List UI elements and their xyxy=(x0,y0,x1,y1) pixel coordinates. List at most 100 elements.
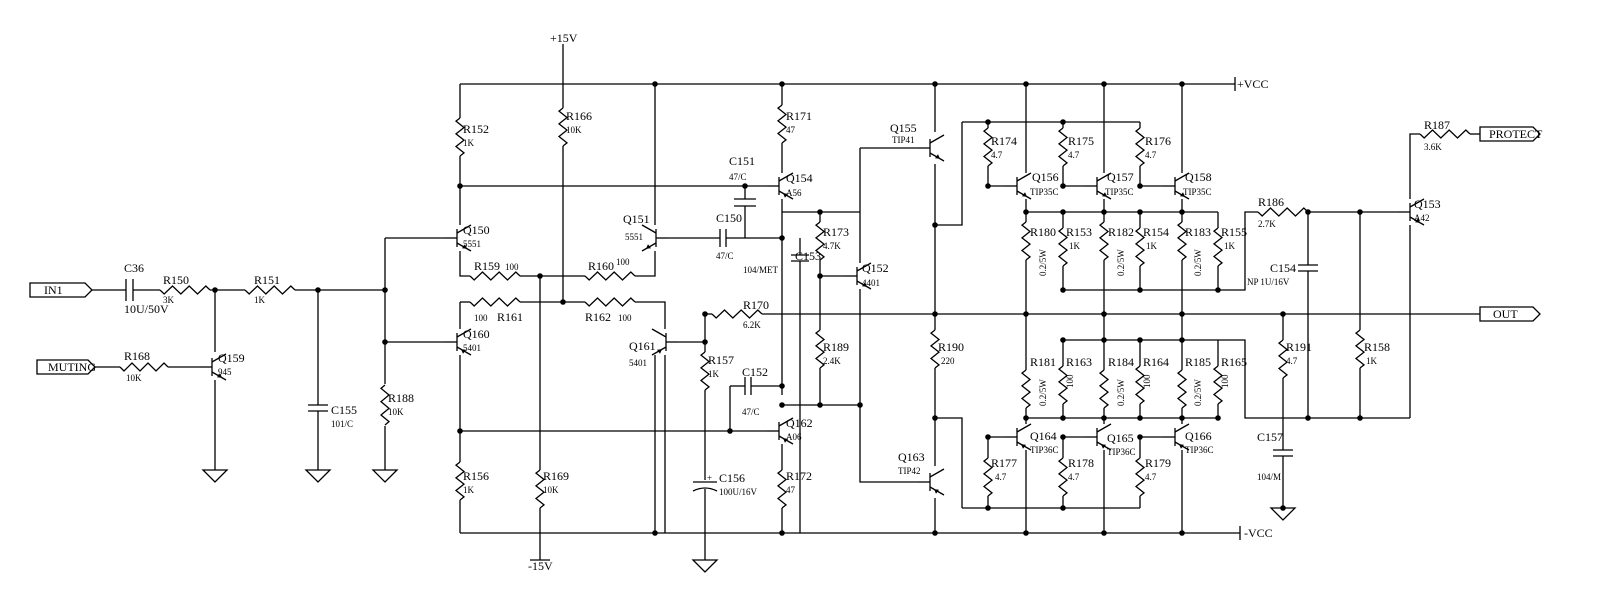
q154-ref: Q154 xyxy=(786,171,813,185)
q156-ref: Q156 xyxy=(1032,170,1059,184)
r181-ref: R181 xyxy=(1030,355,1056,369)
c156-polarity-plus: + xyxy=(707,473,712,483)
r161-ref: R161 xyxy=(497,310,523,324)
q158-ref: Q158 xyxy=(1185,170,1212,184)
c157-value: 104/M xyxy=(1257,472,1281,482)
q166-ref: Q166 xyxy=(1185,429,1212,443)
q152-ref: Q152 xyxy=(862,261,889,275)
r176-symbol xyxy=(1134,127,1146,167)
protect-port-label: PROTECT xyxy=(1489,127,1543,141)
rail-plus-vcc: +VCC xyxy=(1237,77,1268,91)
q155-ref: Q155 xyxy=(890,121,917,135)
r181-symbol xyxy=(1020,369,1032,409)
c152-value: 47/C xyxy=(742,407,760,417)
c150-ref: C150 xyxy=(716,211,742,225)
q166-value: TIP36C xyxy=(1185,445,1214,455)
q161-value: 5401 xyxy=(629,358,647,368)
r161-value: 100 xyxy=(474,313,488,323)
r151-value: 1K xyxy=(254,295,266,305)
r172-symbol xyxy=(776,469,788,509)
q159-ref: Q159 xyxy=(218,351,245,365)
r158-symbol xyxy=(1354,329,1366,369)
r153-ref: R153 xyxy=(1066,225,1092,239)
r164-value: 100 xyxy=(1142,374,1152,388)
r176-value: 4.7 xyxy=(1145,150,1157,160)
c156-ref: C156 xyxy=(719,471,745,485)
r173-value: 4.7K xyxy=(823,241,841,251)
q158-value: TIP35C xyxy=(1183,187,1212,197)
r174-value: 4.7 xyxy=(991,150,1003,160)
q159-value: 945 xyxy=(218,367,232,377)
c36-ref: C36 xyxy=(124,261,144,275)
r150-symbol xyxy=(159,285,211,295)
r169-value: 10K xyxy=(543,485,559,495)
r162-symbol xyxy=(584,297,636,307)
rail-plus-15v: +15V xyxy=(550,31,578,45)
r177-value: 4.7 xyxy=(995,472,1007,482)
in1-port-label: IN1 xyxy=(44,283,63,297)
c151-value: 47/C xyxy=(729,172,747,182)
r159-value: 100 xyxy=(505,262,519,272)
q157-ref: Q157 xyxy=(1107,170,1134,184)
q164-symbol xyxy=(1005,423,1032,451)
transistor-symbols xyxy=(200,134,1425,496)
r155-value: 1K xyxy=(1224,241,1236,251)
r190-ref: R190 xyxy=(938,340,964,354)
r179-ref: R179 xyxy=(1145,456,1171,470)
r165-symbol xyxy=(1212,365,1224,405)
r185-value: 0.2/5W xyxy=(1193,379,1203,406)
q163-ref: Q163 xyxy=(898,450,925,464)
muting-port-label: MUTING xyxy=(48,360,96,374)
r174-ref: R174 xyxy=(991,134,1017,148)
r173-ref: R173 xyxy=(823,225,849,239)
q161-symbol xyxy=(651,328,678,356)
r156-symbol xyxy=(454,461,466,501)
r168-value: 10K xyxy=(126,373,142,383)
r184-value: 0.2/5W xyxy=(1116,379,1126,406)
in1-port: IN1 xyxy=(29,282,93,298)
r177-symbol xyxy=(982,457,994,497)
r161-symbol xyxy=(469,297,521,307)
r180-symbol xyxy=(1020,221,1032,261)
r183-ref: R183 xyxy=(1185,225,1211,239)
q153-symbol xyxy=(1398,198,1425,226)
q158-symbol xyxy=(1163,172,1190,200)
r189-symbol xyxy=(814,329,826,369)
r187-ref: R187 xyxy=(1424,118,1450,132)
r162-ref: R162 xyxy=(585,310,611,324)
r154-ref: R154 xyxy=(1143,225,1169,239)
q157-symbol xyxy=(1085,172,1112,200)
r184-symbol xyxy=(1098,369,1110,409)
r155-symbol xyxy=(1212,227,1224,267)
c150-value: 47/C xyxy=(716,251,734,261)
r152-ref: R152 xyxy=(463,122,489,136)
r172-ref: R172 xyxy=(786,469,812,483)
q162-symbol xyxy=(767,417,794,445)
r175-value: 4.7 xyxy=(1068,150,1080,160)
q161-ref: Q161 xyxy=(629,339,656,353)
q166-symbol xyxy=(1163,423,1190,451)
r175-symbol xyxy=(1057,127,1069,167)
r171-symbol xyxy=(776,104,788,144)
r153-symbol xyxy=(1057,227,1069,267)
r187-value: 3.6K xyxy=(1424,142,1442,152)
q150-ref: Q150 xyxy=(463,223,490,237)
r191-value: 4.7 xyxy=(1286,356,1298,366)
ground-c155 xyxy=(304,469,332,483)
c152-ref: C152 xyxy=(742,365,768,379)
r154-symbol xyxy=(1134,227,1146,267)
r163-ref: R163 xyxy=(1066,355,1092,369)
r169-symbol xyxy=(534,469,546,509)
r188-value: 10K xyxy=(388,407,404,417)
r182-value: 0.2/5W xyxy=(1116,249,1126,276)
r157-value: 1K xyxy=(708,369,720,379)
r150-ref: R150 xyxy=(163,273,189,287)
rail-minus-vcc: -VCC xyxy=(1244,526,1273,540)
q155-value: TIP41 xyxy=(892,135,915,145)
r165-value: 100 xyxy=(1220,374,1230,388)
r183-symbol xyxy=(1176,221,1188,261)
capacitor-labels: C36 10U/50V C150 47/C C151 47/C C152 47/… xyxy=(124,154,1296,497)
q164-ref: Q164 xyxy=(1030,429,1057,443)
r157-symbol xyxy=(699,351,711,391)
